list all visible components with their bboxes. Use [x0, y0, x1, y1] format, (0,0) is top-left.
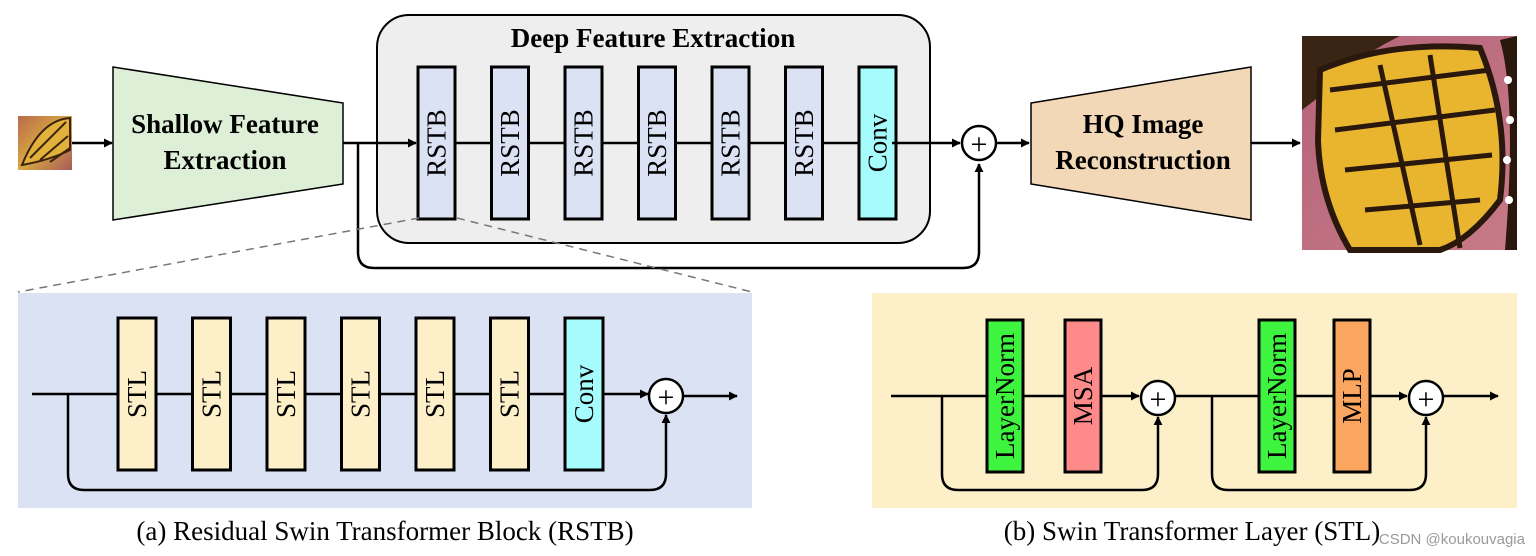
stl-mlp-block-4-label: MLP	[1337, 368, 1367, 424]
global-skip-connection	[356, 143, 984, 270]
stl-skip-connection-1	[940, 396, 1163, 492]
stl-msa-block-2-label: MSA	[1068, 366, 1098, 425]
top-rstb-block-4-label: RSTB	[642, 109, 672, 177]
top-rstb-block-3: RSTB	[563, 65, 604, 221]
rstb-stl-block-2-label: STL	[197, 370, 227, 418]
hq-image-reconstruction: HQ Image Reconstruction	[1030, 66, 1252, 221]
shallow-label-line2: Extraction	[164, 145, 287, 175]
svg-text:+: +	[971, 128, 988, 161]
stl-layernorm-block-3: LayerNorm	[1257, 318, 1297, 474]
top-conv-block-7: Conv	[857, 65, 898, 221]
top-conv-block-7-label: Conv	[863, 113, 893, 172]
stl-layernorm-block-1-label: LayerNorm	[990, 333, 1020, 459]
shallow-feature-extraction: Shallow Feature Extraction	[112, 66, 344, 221]
top-sum-node: +	[960, 124, 998, 162]
top-rstb-block-2: RSTB	[490, 65, 530, 221]
stl-mlp-block-4: MLP	[1332, 318, 1372, 474]
rstb-conv-block-7-label: Conv	[569, 364, 599, 423]
svg-text:+: +	[1150, 383, 1167, 416]
deep-feature-title: Deep Feature Extraction	[511, 23, 795, 53]
stl-caption: (b) Swin Transformer Layer (STL)	[1004, 516, 1380, 546]
rstb-stl-block-3: STL	[265, 316, 307, 472]
rstb-skip-connection	[66, 394, 671, 492]
rstb-stl-block-6: STL	[489, 316, 530, 472]
rstb-conv-block-7: Conv	[563, 316, 605, 472]
hq-label-line2: Reconstruction	[1055, 145, 1230, 175]
top-rstb-block-5: RSTB	[710, 65, 751, 221]
zoom-guide-right	[456, 217, 753, 293]
rstb-stl-block-3-label: STL	[271, 370, 301, 418]
rstb-stl-block-5-label: STL	[420, 370, 450, 418]
top-rstb-block-6: RSTB	[784, 65, 824, 221]
watermark: CSDN @koukouvagia	[1379, 531, 1526, 548]
svg-text:+: +	[658, 381, 675, 414]
top-rstb-block-3-label: RSTB	[569, 109, 599, 177]
rstb-sum-node: +	[647, 377, 685, 415]
input-lowres-image	[18, 116, 72, 170]
stl-msa-block-2: MSA	[1063, 318, 1103, 474]
stl-sum-node-1: +	[1139, 379, 1177, 417]
stl-skip-connection-2	[1210, 396, 1431, 492]
stl-sum-node-2: +	[1407, 379, 1445, 417]
rstb-stl-block-1-label: STL	[122, 370, 152, 418]
top-rstb-block-2-label: RSTB	[495, 109, 525, 177]
top-rstb-block-1: RSTB	[416, 65, 457, 221]
top-rstb-block-1-label: RSTB	[422, 109, 452, 177]
rstb-stl-block-2: STL	[191, 316, 232, 472]
svg-text:+: +	[1418, 383, 1435, 416]
output-highres-image	[1302, 36, 1517, 253]
top-rstb-block-5-label: RSTB	[716, 109, 746, 177]
rstb-stl-block-6-label: STL	[495, 370, 525, 418]
rstb-stl-block-1: STL	[116, 316, 158, 472]
hq-label-line1: HQ Image	[1083, 109, 1204, 139]
top-rstb-block-4: RSTB	[637, 65, 677, 221]
rstb-stl-block-5: STL	[414, 316, 456, 472]
rstb-stl-block-4-label: STL	[346, 370, 376, 418]
zoom-guide-left	[17, 217, 420, 293]
stl-layernorm-block-3-label: LayerNorm	[1262, 333, 1292, 459]
rstb-stl-block-4: STL	[340, 316, 381, 472]
shallow-label-line1: Shallow Feature	[131, 109, 319, 139]
top-rstb-block-6-label: RSTB	[789, 109, 819, 177]
stl-layernorm-block-1: LayerNorm	[985, 318, 1025, 474]
rstb-caption: (a) Residual Swin Transformer Block (RST…	[136, 516, 633, 546]
